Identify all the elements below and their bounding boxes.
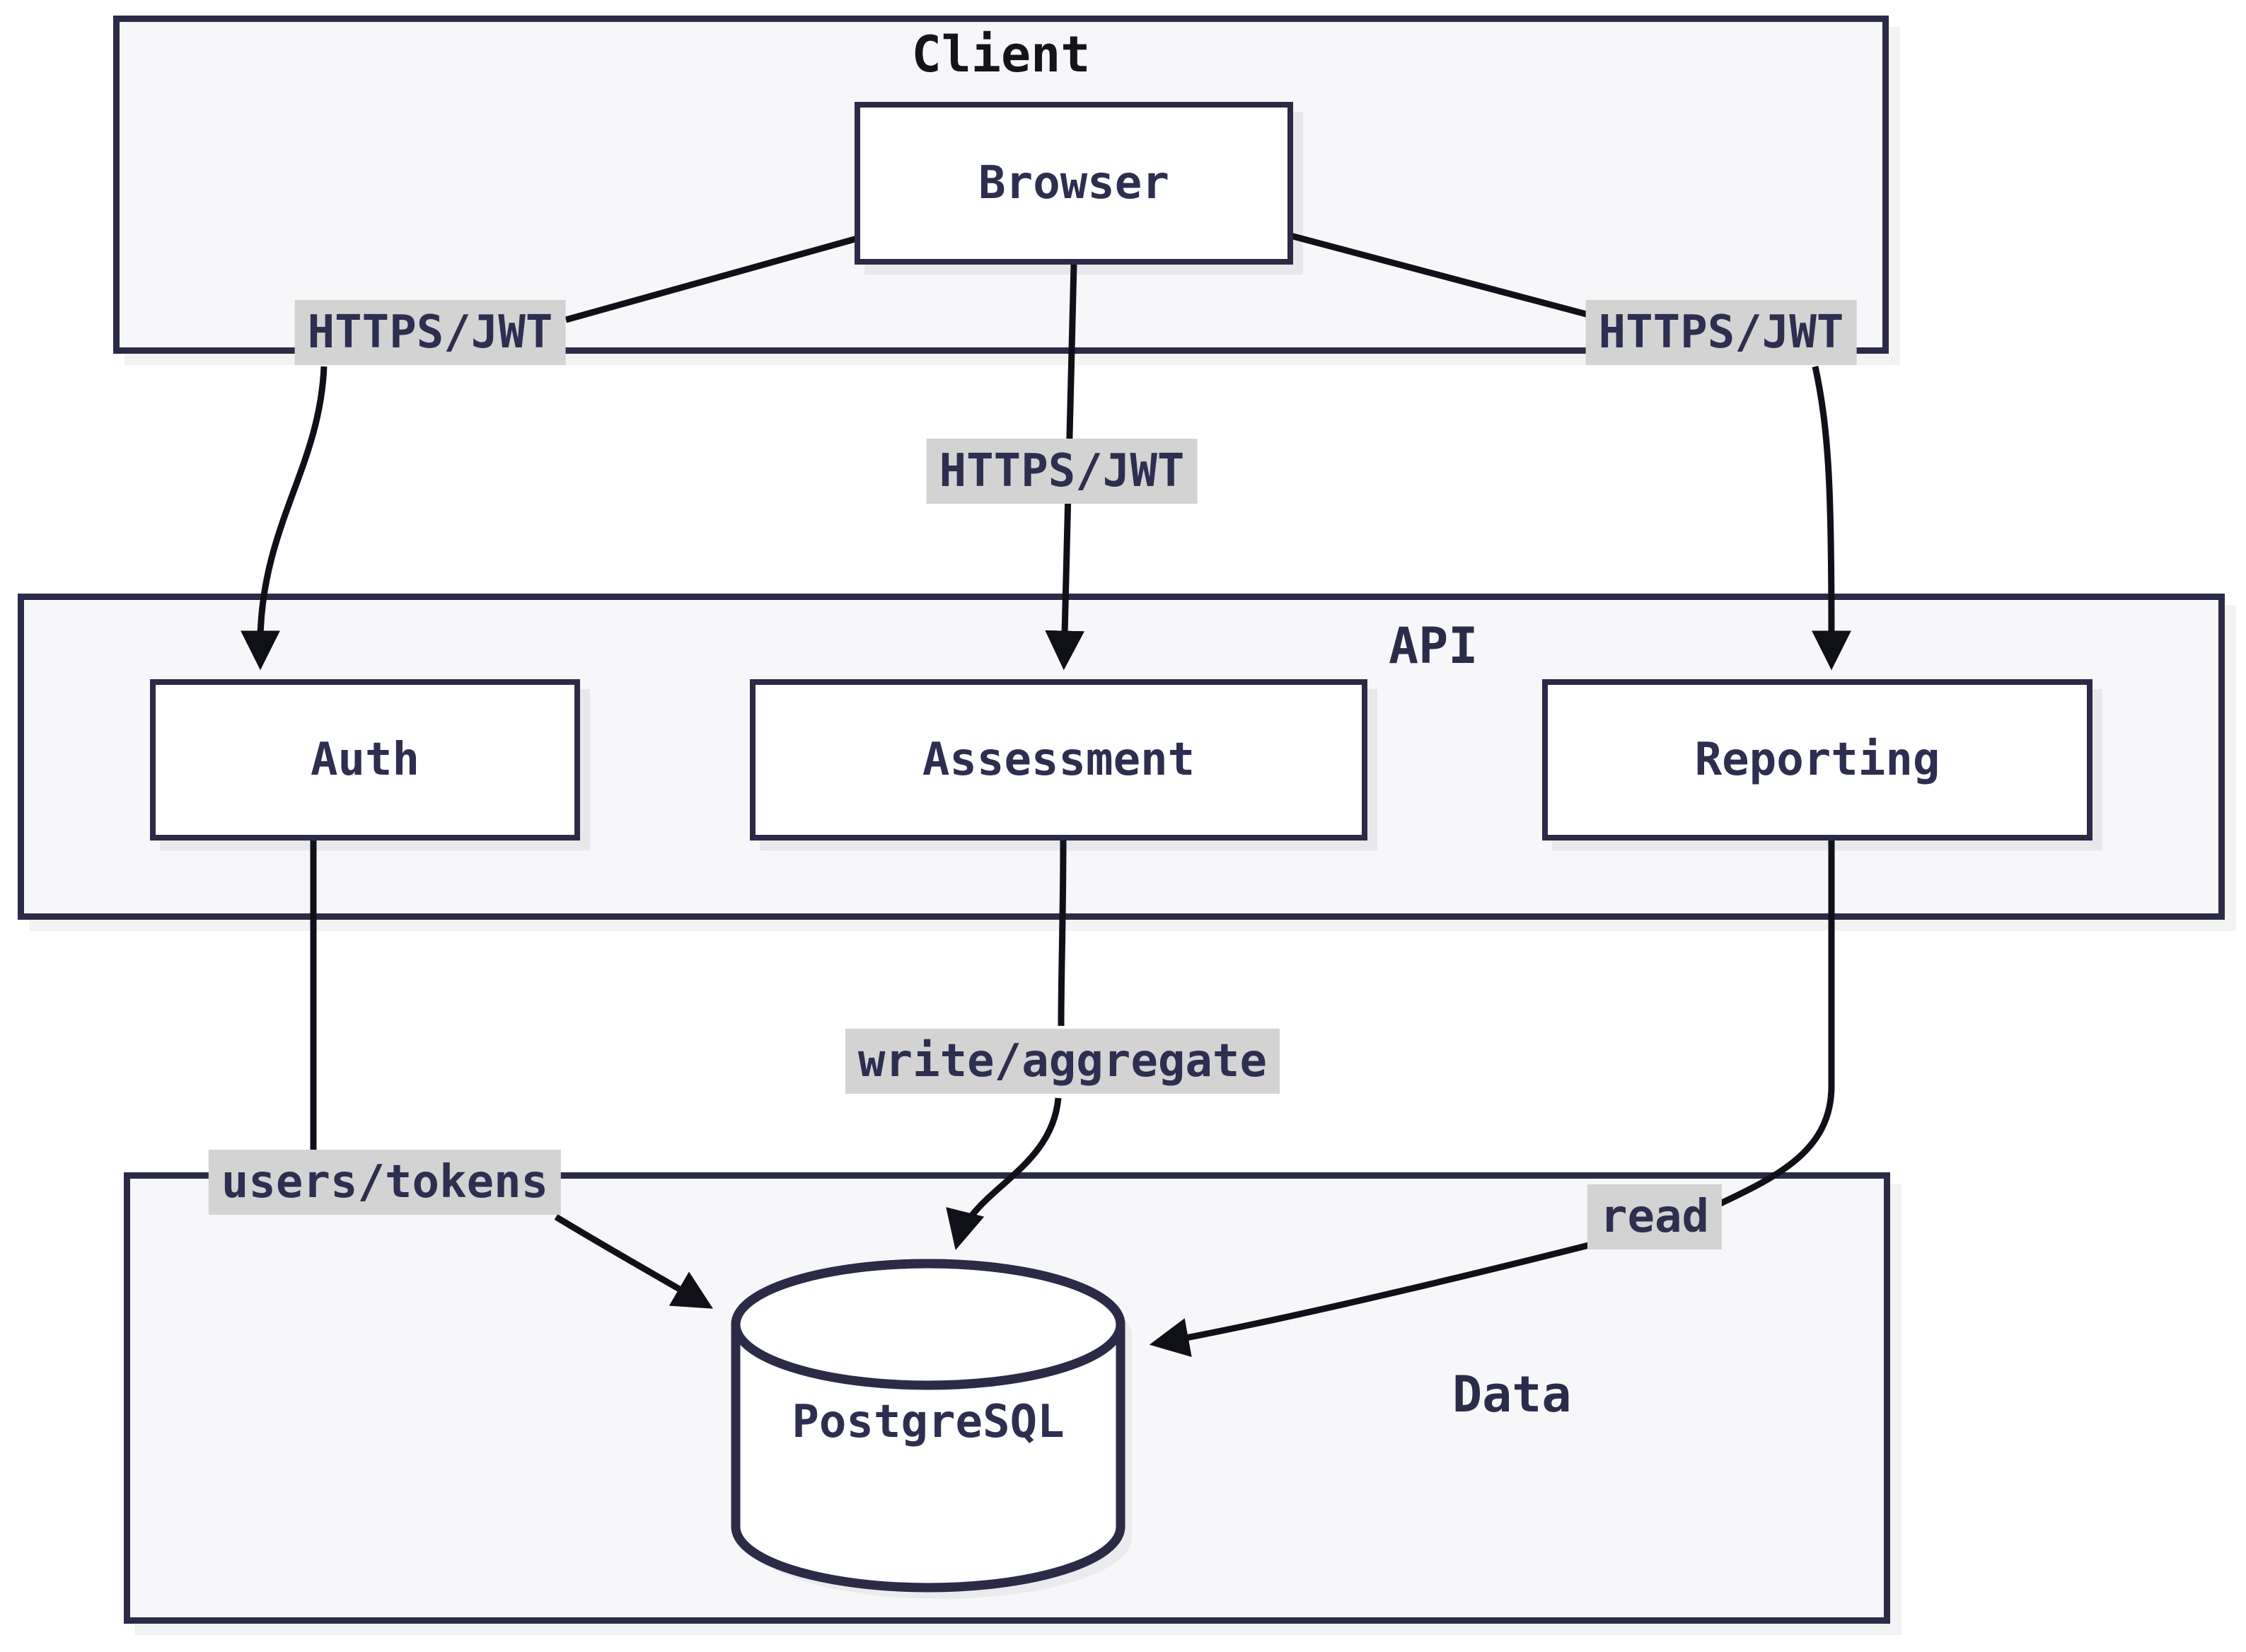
edge-browser-auth-segment bbox=[565, 235, 859, 323]
node-assessment: Assessment bbox=[750, 679, 1367, 841]
edge-browser-reporting-segment bbox=[1289, 232, 1625, 328]
edge-label-users-tokens: users/tokens bbox=[208, 1150, 562, 1215]
edge-assessment-postgresql-arrow-line bbox=[946, 1097, 1062, 1251]
edge-label-https-jwt-reporting: HTTPS/JWT bbox=[1585, 300, 1857, 365]
node-browser: Browser bbox=[855, 102, 1293, 265]
edge-label-write-aggregate: write/aggregate bbox=[845, 1029, 1280, 1094]
node-auth: Auth bbox=[150, 679, 580, 841]
node-reporting-label: Reporting bbox=[1694, 734, 1940, 786]
node-reporting: Reporting bbox=[1542, 679, 2092, 841]
cluster-api-title: API bbox=[1389, 617, 1478, 675]
edge-label-https-jwt-auth: HTTPS/JWT bbox=[294, 300, 566, 365]
cluster-data-title: Data bbox=[1452, 1365, 1572, 1423]
edge-auth-postgresql-arrow-line bbox=[554, 1214, 714, 1309]
edge-browser-reporting-arrow-line bbox=[1812, 366, 1851, 671]
edge-reporting-postgresql-arrow-line bbox=[1149, 1240, 1599, 1358]
edge-reporting-postgresql-segment bbox=[1716, 841, 1835, 1208]
edge-browser-auth-arrow-line bbox=[241, 366, 328, 671]
edge-assessment-postgresql-segment bbox=[1058, 840, 1067, 1027]
edge-label-read: read bbox=[1587, 1184, 1723, 1249]
edge-label-https-jwt-assessment: HTTPS/JWT bbox=[926, 439, 1198, 504]
postgresql-cylinder-top-rim bbox=[731, 1259, 1125, 1390]
node-assessment-label: Assessment bbox=[922, 734, 1196, 786]
node-auth-label: Auth bbox=[310, 734, 420, 786]
node-browser-label: Browser bbox=[978, 157, 1169, 209]
cluster-client-title: Client bbox=[911, 25, 1091, 83]
postgresql-cylinder bbox=[731, 1259, 1132, 1599]
node-postgresql-label: PostgreSQL bbox=[792, 1396, 1065, 1448]
